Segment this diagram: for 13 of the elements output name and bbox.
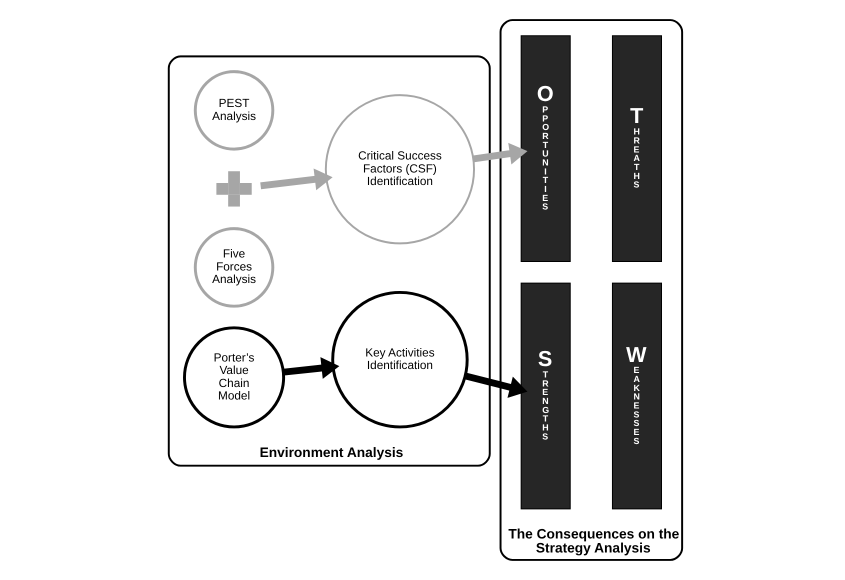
arrow <box>282 357 339 379</box>
arrow <box>472 142 527 164</box>
node-circle: PEST Analysis <box>193 70 274 151</box>
node-box: T HREATHS <box>611 35 662 262</box>
node-box: S TRENGTHS <box>520 282 570 510</box>
node-box: W EAKNESSES <box>611 282 662 510</box>
node-circle: Five Forces Analysis <box>193 227 274 308</box>
node-circle: Critical Success Factors (CSF) Identification <box>324 94 475 244</box>
arrow <box>464 372 527 398</box>
arrow <box>260 168 332 190</box>
node-circle: Key Activities Identification <box>330 290 468 428</box>
node-box: O PPORTUNITIES <box>520 35 570 262</box>
node-circle: Porter’s Value Chain Model <box>182 326 285 428</box>
